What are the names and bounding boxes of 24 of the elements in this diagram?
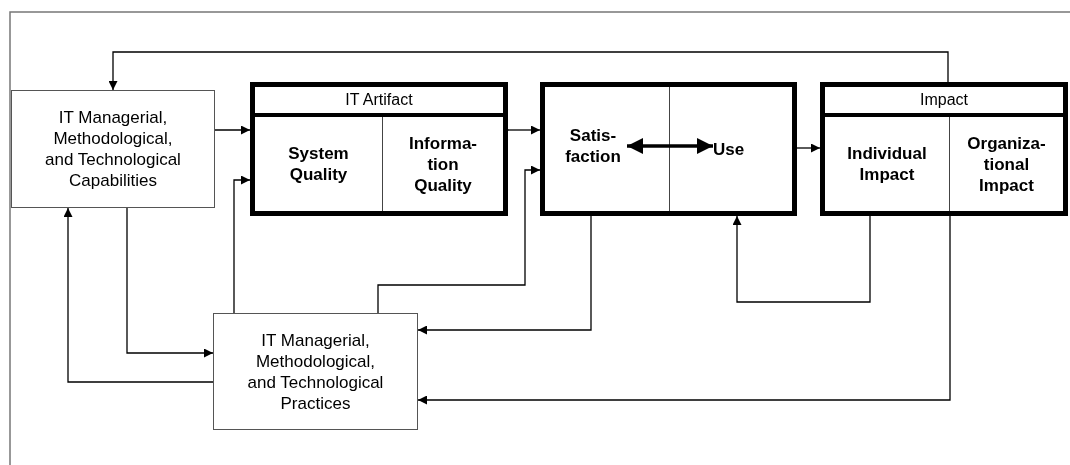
table-cell: Informa- tion Quality bbox=[383, 117, 503, 211]
box-header: Impact bbox=[825, 87, 1063, 117]
construct-label: Use bbox=[713, 139, 745, 160]
arrow bbox=[108, 51, 949, 91]
table-cell: Individual Impact bbox=[825, 117, 950, 211]
arrow bbox=[126, 207, 214, 358]
arrow bbox=[627, 138, 713, 154]
arrow bbox=[63, 207, 214, 383]
construct-label: Satis- faction bbox=[559, 125, 627, 167]
arrow bbox=[377, 165, 541, 314]
arrow bbox=[417, 215, 592, 335]
arrow bbox=[417, 215, 951, 405]
arrow bbox=[507, 125, 541, 135]
arrow bbox=[796, 143, 821, 153]
box-header: IT Artifact bbox=[255, 87, 503, 117]
arrow bbox=[233, 175, 251, 314]
process-box: IT Managerial, Methodological, and Technological Practices bbox=[213, 313, 418, 430]
arrow bbox=[214, 125, 251, 135]
construct-box bbox=[250, 82, 508, 216]
table-cell: Organiza- tional Impact bbox=[950, 117, 1063, 211]
process-box: IT Managerial, Methodological, and Technological Capabilities bbox=[11, 90, 215, 208]
table-cell: System Quality bbox=[255, 117, 383, 211]
construct-box bbox=[820, 82, 1068, 216]
process-box bbox=[540, 82, 797, 216]
